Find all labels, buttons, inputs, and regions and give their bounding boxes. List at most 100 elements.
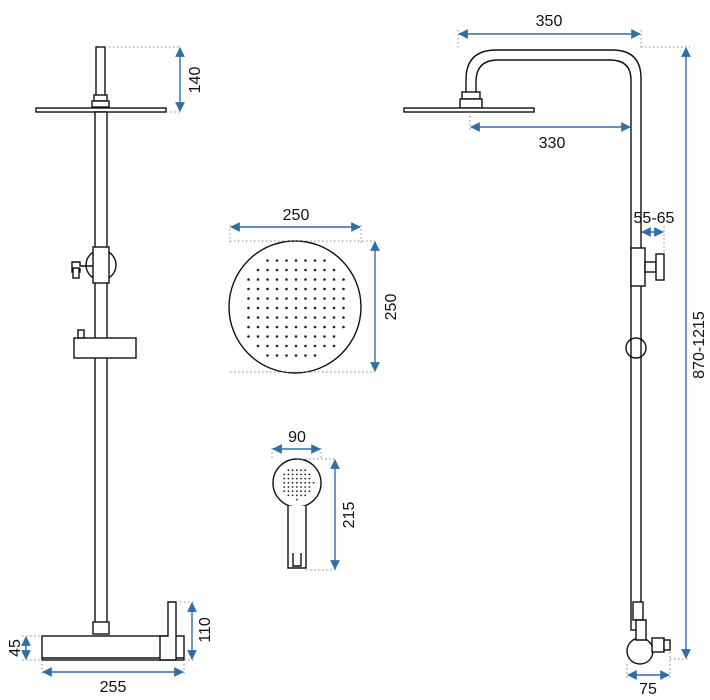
nozzle-dot [256,287,260,291]
front-view: 140 45 255 110 [7,46,214,696]
nozzle-dot [275,335,279,338]
nozzle-dot [275,287,279,291]
nozzle-dot [285,268,288,272]
side-head-plate [403,107,535,113]
nozzle-dot [323,287,326,291]
nozzle-dot [294,344,298,348]
nozzle-dot [300,486,302,488]
nozzle-dot [295,494,298,497]
front-riser [94,111,108,628]
nozzle-dot [308,477,311,480]
side-riser [630,249,642,631]
nozzle-dot [266,278,269,281]
nozzle-dot [304,316,307,319]
side-arm-inner [475,59,632,250]
nozzle-dot [266,335,269,338]
nozzle-dot [275,316,279,319]
nozzle-dot [342,325,345,329]
nozzle-dot [304,306,307,310]
nozzle-dot [313,297,317,300]
nozzle-dot [300,494,302,497]
nozzle-dot [295,498,298,501]
front-top-stub [95,46,106,98]
nozzle-dot [323,316,326,319]
nozzle-dot [342,306,345,310]
dim-350-label: 350 [536,13,563,30]
nozzle-dot [285,306,288,310]
nozzle-dot [313,287,317,291]
nozzle-dot [304,278,307,281]
nozzle-dot [287,486,290,488]
nozzle-dot [266,297,269,300]
head-detail: 250 250 [228,207,400,374]
nozzle-dot [304,259,307,262]
handset-handle [287,506,307,569]
nozzle-dot [313,268,317,272]
nozzle-dot [266,259,269,262]
nozzle-dot [256,278,260,281]
front-slider-pin [77,329,85,339]
front-bottom-nut [92,621,110,635]
nozzle-dot [294,268,298,272]
side-slider-ring [625,337,647,359]
nozzle-dot [332,297,336,300]
nozzle-dot [285,335,288,338]
nozzle-dot [275,354,279,357]
nozzle-dot [291,490,294,493]
nozzle-dot [308,473,311,476]
nozzle-dot [332,278,336,281]
nozzle-dot [283,477,286,480]
nozzle-dot [283,473,286,476]
side-diverter-block [630,247,646,287]
side-bottom-nut [632,601,644,621]
nozzle-dot [308,481,311,484]
nozzle-dot [291,486,294,488]
rain-head-nozzles [247,259,345,357]
dim-140-label: 140 [187,67,204,94]
nozzle-dot [256,344,260,348]
nozzle-dot [285,287,288,291]
nozzle-dot [304,335,307,338]
nozzle-dot [247,316,250,319]
nozzle-dot [266,344,269,348]
nozzle-dot [283,490,286,493]
nozzle-dot [287,494,290,497]
nozzle-dot [291,469,294,472]
nozzle-dot [283,481,286,484]
nozzle-dot [247,297,250,300]
nozzle-dot [256,335,260,338]
dim-75-label: 75 [639,681,657,698]
nozzle-dot [294,325,298,329]
nozzle-dot [313,259,317,262]
nozzle-dot [304,268,307,272]
nozzle-dot [285,354,288,357]
nozzle-dot [294,278,298,281]
nozzle-dot [304,490,307,493]
nozzle-dot [323,278,326,281]
nozzle-dot [332,316,336,319]
side-wall-connector [651,637,665,653]
nozzle-dot [304,344,307,348]
nozzle-dot [256,297,260,300]
nozzle-dot [256,268,260,272]
nozzle-dot [304,469,307,472]
nozzle-dot [323,335,326,338]
nozzle-dot [291,477,294,480]
nozzle-dot [332,325,336,329]
nozzle-dot [285,344,288,348]
front-diverter-body [92,246,110,284]
nozzle-dot [304,325,307,329]
nozzle-dot [300,469,302,472]
front-mixer-lever [159,601,177,661]
nozzle-dot [285,325,288,329]
nozzle-dot [295,477,298,480]
front-slider [73,337,137,359]
nozzle-dot [323,344,326,348]
side-diverter-knob [655,253,665,281]
nozzle-dot [313,316,317,319]
nozzle-dot [294,335,298,338]
nozzle-dot [313,306,317,310]
nozzle-dot [247,325,250,329]
side-diverter-stem [644,261,657,273]
nozzle-dot [287,469,290,472]
